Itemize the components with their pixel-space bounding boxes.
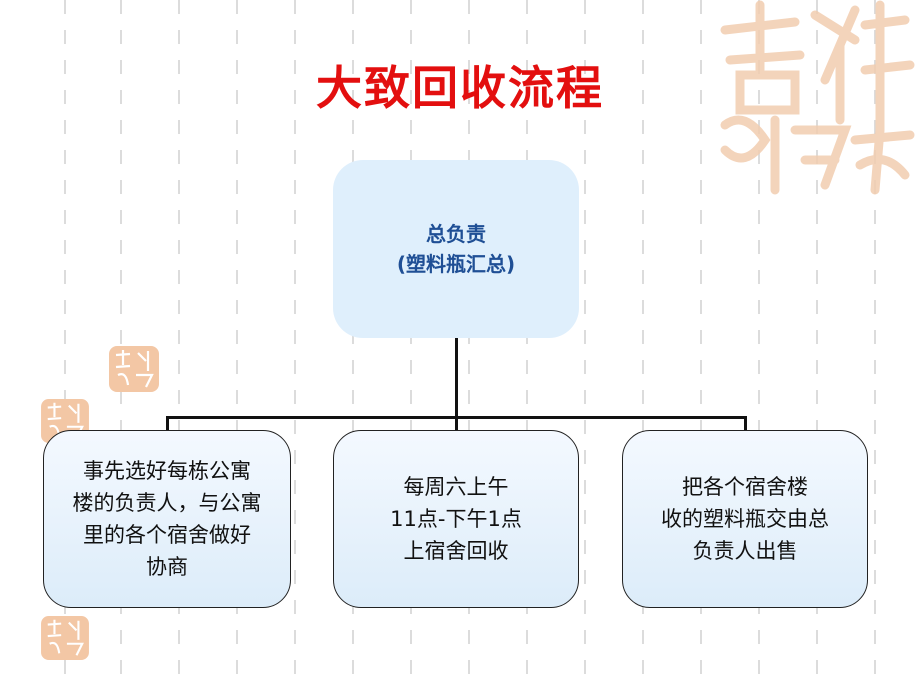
node-text-line: 上宿舍回收 — [403, 539, 509, 563]
node-middle: 每周六上午 11点-下午1点 上宿舍回收 — [333, 430, 579, 608]
connector-trunk — [455, 338, 458, 418]
connector-middle — [455, 416, 458, 430]
node-text-line: 协商 — [146, 555, 188, 579]
node-text-line: 收的塑料瓶交由总 — [661, 507, 829, 531]
node-top-line2: (塑料瓶汇总) — [396, 252, 516, 276]
connector-right — [744, 416, 747, 430]
node-text-line: 11点-下午1点 — [390, 507, 522, 531]
node-text-line: 负责人出售 — [692, 539, 798, 563]
node-text-line: 楼的负责人，与公寓 — [72, 491, 262, 515]
node-top: 总负责 (塑料瓶汇总) — [333, 160, 579, 338]
node-right: 把各个宿舍楼 收的塑料瓶交由总 负责人出售 — [622, 430, 868, 608]
seal-icon — [109, 346, 159, 392]
connector-left — [166, 416, 169, 430]
page-title: 大致回收流程 — [316, 61, 604, 115]
node-top-line1: 总负责 — [426, 222, 486, 246]
node-text-line: 每周六上午 — [403, 475, 509, 499]
seal-icon — [41, 615, 89, 661]
node-left: 事先选好每栋公寓 楼的负责人，与公寓 里的各个宿舍做好 协商 — [43, 430, 291, 608]
node-text-line: 里的各个宿舍做好 — [83, 523, 251, 547]
node-text-line: 把各个宿舍楼 — [682, 475, 808, 499]
seal-icon — [720, 0, 915, 195]
node-text-line: 事先选好每栋公寓 — [83, 459, 251, 483]
